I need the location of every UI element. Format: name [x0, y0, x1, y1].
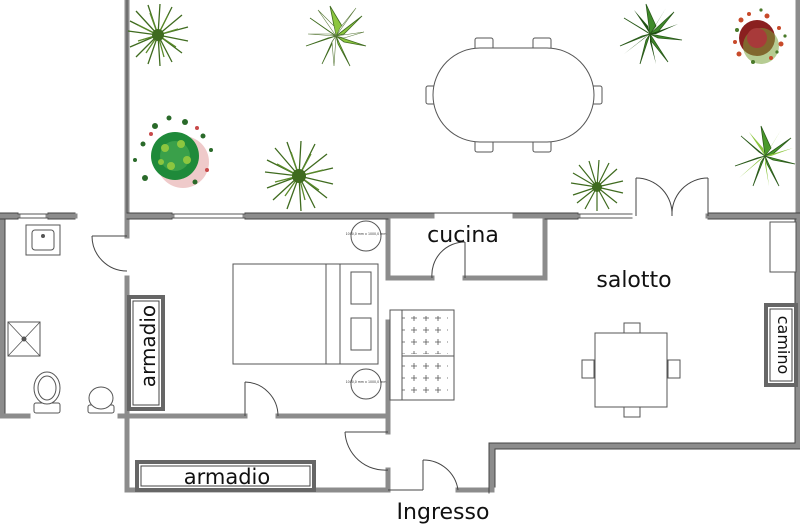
toilet-icon	[33, 371, 61, 414]
wardrobe-label: armadio	[136, 305, 160, 387]
star-plant-icon	[305, 5, 367, 67]
table-note: 1000,0 mm x 1000,0 mm	[346, 380, 387, 384]
fireplace: camino	[764, 303, 798, 387]
bedroom: 1000,0 mm x 1000,0 mm 1000,0 mm x 1000,0…	[232, 220, 387, 400]
living-room	[389, 221, 797, 418]
room-label-living: salotto	[596, 268, 671, 293]
palm-plant-icon	[570, 159, 624, 211]
outdoor-dining-table	[425, 37, 603, 153]
sofa-icon	[389, 309, 455, 401]
wardrobe-hall: armadio	[135, 460, 316, 492]
garden-area	[124, 0, 800, 215]
bathroom	[7, 224, 115, 414]
palm-plant-icon	[127, 3, 189, 67]
double-bed-icon	[232, 263, 379, 365]
wardrobe-bedroom: armadio	[127, 295, 165, 411]
flowering-shrub-icon	[733, 8, 787, 64]
doors	[91, 177, 709, 491]
palm-plant-icon	[264, 140, 334, 212]
star-plant-icon	[619, 3, 683, 65]
star-plant-icon	[734, 125, 796, 187]
cabinet-icon	[769, 221, 797, 273]
dining-table-icon	[581, 322, 681, 418]
table-note: 1000,0 mm x 1000,0 mm	[346, 232, 387, 236]
wardrobe-label: armadio	[184, 465, 270, 489]
room-label-entrance: Ingresso	[397, 500, 490, 525]
round-table-icon: 1000,0 mm x 1000,0 mm 1000,0 mm x 1000,0…	[346, 220, 387, 400]
room-label-kitchen: cucina	[427, 223, 499, 248]
bidet-icon	[87, 386, 115, 414]
flowering-shrub-icon	[133, 115, 213, 188]
fireplace-label: camino	[774, 316, 793, 375]
